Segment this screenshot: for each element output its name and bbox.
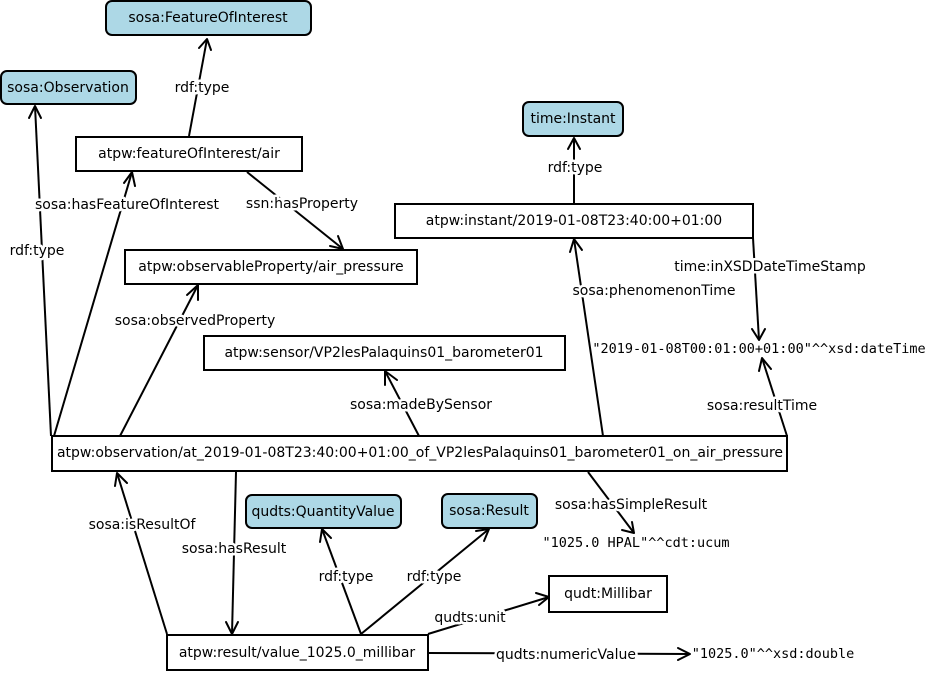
class-nodes: sosa:FeatureOfInterest sosa:Observation … (0, 0, 624, 529)
edge-label-has-foi: sosa:hasFeatureOfInterest (35, 197, 220, 213)
edge-result-time (761, 357, 788, 437)
arrowhead (114, 472, 128, 487)
literal-datetime[interactable]: "2019-01-08T00:01:00+01:00"^^xsd:dateTim… (592, 341, 925, 357)
edge-label-has-simple-result: sosa:hasSimpleResult (555, 497, 708, 513)
arrowhead (567, 137, 581, 150)
edges (28, 38, 788, 661)
node-observation[interactable]: atpw:observation/at_2019-01-08T23:40:00+… (51, 435, 788, 472)
node-label: sosa:FeatureOfInterest (128, 10, 288, 26)
edge-label-qv-type: rdf:type (319, 569, 374, 585)
edge-label-phenomenon-time: sosa:phenomenonTime (572, 283, 735, 299)
edge-in-xsd (752, 237, 760, 341)
arrowhead (758, 357, 772, 372)
edge-label-made-by-sensor: sosa:madeBySensor (350, 397, 492, 413)
arrowhead (751, 328, 766, 341)
edge-made-by-sensor (384, 370, 420, 437)
node-qv-class[interactable]: qudts:QuantityValue (245, 494, 402, 529)
edge-is-result-of (116, 472, 168, 635)
edge-result-type (360, 528, 490, 635)
edge-has-simple-result (587, 471, 635, 534)
node-foi-class[interactable]: sosa:FeatureOfInterest (105, 0, 312, 36)
edge-label-obs-type: rdf:type (10, 243, 65, 259)
edge-has-foi (53, 171, 133, 437)
edge-label-observed-property: sosa:observedProperty (115, 313, 276, 329)
edge-obs-type (34, 105, 52, 437)
edge-qv-type (321, 528, 362, 635)
edge-label-has-result: sosa:hasResult (182, 541, 287, 557)
literal-numeric[interactable]: "1025.0"^^xsd:double (692, 646, 855, 662)
node-label: qudts:QuantityValue (251, 504, 394, 520)
edge-label-unit: qudts:unit (434, 610, 506, 626)
edge-label-result-type: rdf:type (407, 569, 462, 585)
node-obs-class[interactable]: sosa:Observation (0, 70, 137, 105)
edge-label-numeric-value: qudts:numericValue (496, 647, 636, 663)
instance-nodes: atpw:featureOfInterest/air atpw:observab… (51, 136, 788, 671)
arrowhead (677, 647, 691, 661)
arrowhead (198, 38, 212, 51)
edge-label-has-property: ssn:hasProperty (246, 196, 358, 212)
edge-has-result (231, 471, 237, 635)
edge-foi-type (188, 38, 208, 137)
node-label: atpw:observation/at_2019-01-08T23:40:00+… (57, 445, 783, 461)
edge-label-instant-type: rdf:type (548, 160, 603, 176)
node-label: atpw:sensor/VP2lesPalaquins01_barometer0… (224, 345, 543, 361)
node-result-class[interactable]: sosa:Result (441, 493, 538, 529)
node-label: atpw:featureOfInterest/air (98, 146, 280, 162)
node-label: atpw:result/value_1025.0_millibar (179, 645, 416, 661)
node-foi-air[interactable]: atpw:featureOfInterest/air (75, 136, 303, 172)
edge-label-result-time: sosa:resultTime (707, 398, 817, 414)
edge-unit (427, 596, 550, 635)
edge-label-is-result-of: sosa:isResultOf (89, 517, 197, 533)
arrowhead (28, 105, 42, 119)
edge-label-foi-type: rdf:type (175, 80, 230, 96)
node-label: atpw:observableProperty/air_pressure (138, 259, 403, 275)
edge-observed-property (119, 284, 199, 437)
node-label: atpw:instant/2019-01-08T23:40:00+01:00 (426, 213, 722, 229)
node-observable-property[interactable]: atpw:observableProperty/air_pressure (124, 249, 418, 285)
node-label: sosa:Result (449, 503, 529, 519)
node-time-class[interactable]: time:Instant (522, 101, 624, 137)
edge-labels: rdf:type ssn:hasProperty sosa:hasFeature… (7, 78, 868, 666)
arrowhead (621, 521, 635, 534)
node-result[interactable]: atpw:result/value_1025.0_millibar (166, 634, 429, 671)
edge-phenomenon-time (573, 238, 604, 437)
literal-simple-result[interactable]: "1025.0 HPAL"^^cdt:ucum (543, 535, 730, 551)
literal-nodes: "2019-01-08T00:01:00+01:00"^^xsd:dateTim… (543, 341, 926, 662)
edge-label-in-xsd: time:inXSDDateTimeStamp (674, 259, 866, 275)
node-label: time:Instant (530, 111, 616, 127)
node-instant[interactable]: atpw:instant/2019-01-08T23:40:00+01:00 (394, 203, 754, 239)
node-sensor[interactable]: atpw:sensor/VP2lesPalaquins01_barometer0… (203, 335, 566, 371)
edge-numeric-value (427, 652, 691, 655)
node-unit-millibar[interactable]: qudt:Millibar (548, 575, 668, 613)
node-label: qudt:Millibar (564, 586, 652, 602)
node-label: sosa:Observation (7, 80, 129, 96)
edge-has-property (246, 171, 344, 250)
